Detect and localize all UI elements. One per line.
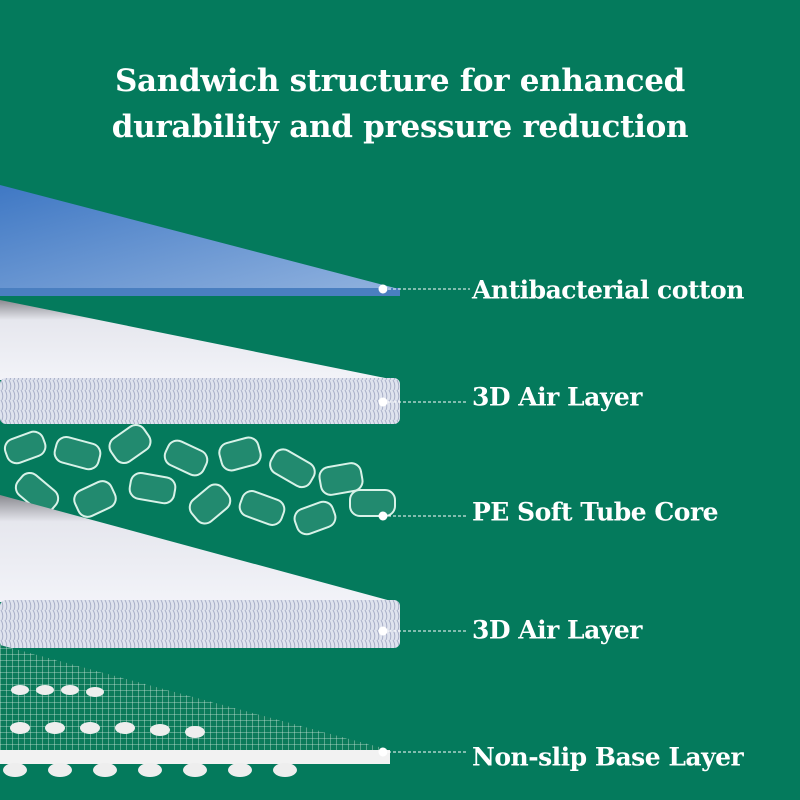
label-non-slip-base-layer: Non-slip Base Layer [472, 742, 744, 772]
label-3d-air-layer-bottom: 3D Air Layer [472, 615, 642, 645]
label-3d-air-layer-top: 3D Air Layer [472, 382, 642, 412]
headline-line-2: durability and pressure reduction [111, 109, 689, 145]
label-antibacterial-cotton: Antibacterial cotton [472, 275, 744, 305]
cotton-layer [0, 185, 400, 296]
air-layer-bottom [0, 495, 400, 648]
callout-lines [383, 288, 470, 753]
label-pe-soft-tube-core: PE Soft Tube Core [472, 497, 719, 527]
headline-line-1: Sandwich structure for enhanced [114, 63, 686, 99]
callout-dots [378, 284, 388, 757]
headline: Sandwich structure for enhanced durabili… [0, 58, 800, 150]
base-layer [0, 645, 390, 777]
tube-core-layer [3, 423, 396, 536]
air-layer-top [0, 300, 400, 424]
